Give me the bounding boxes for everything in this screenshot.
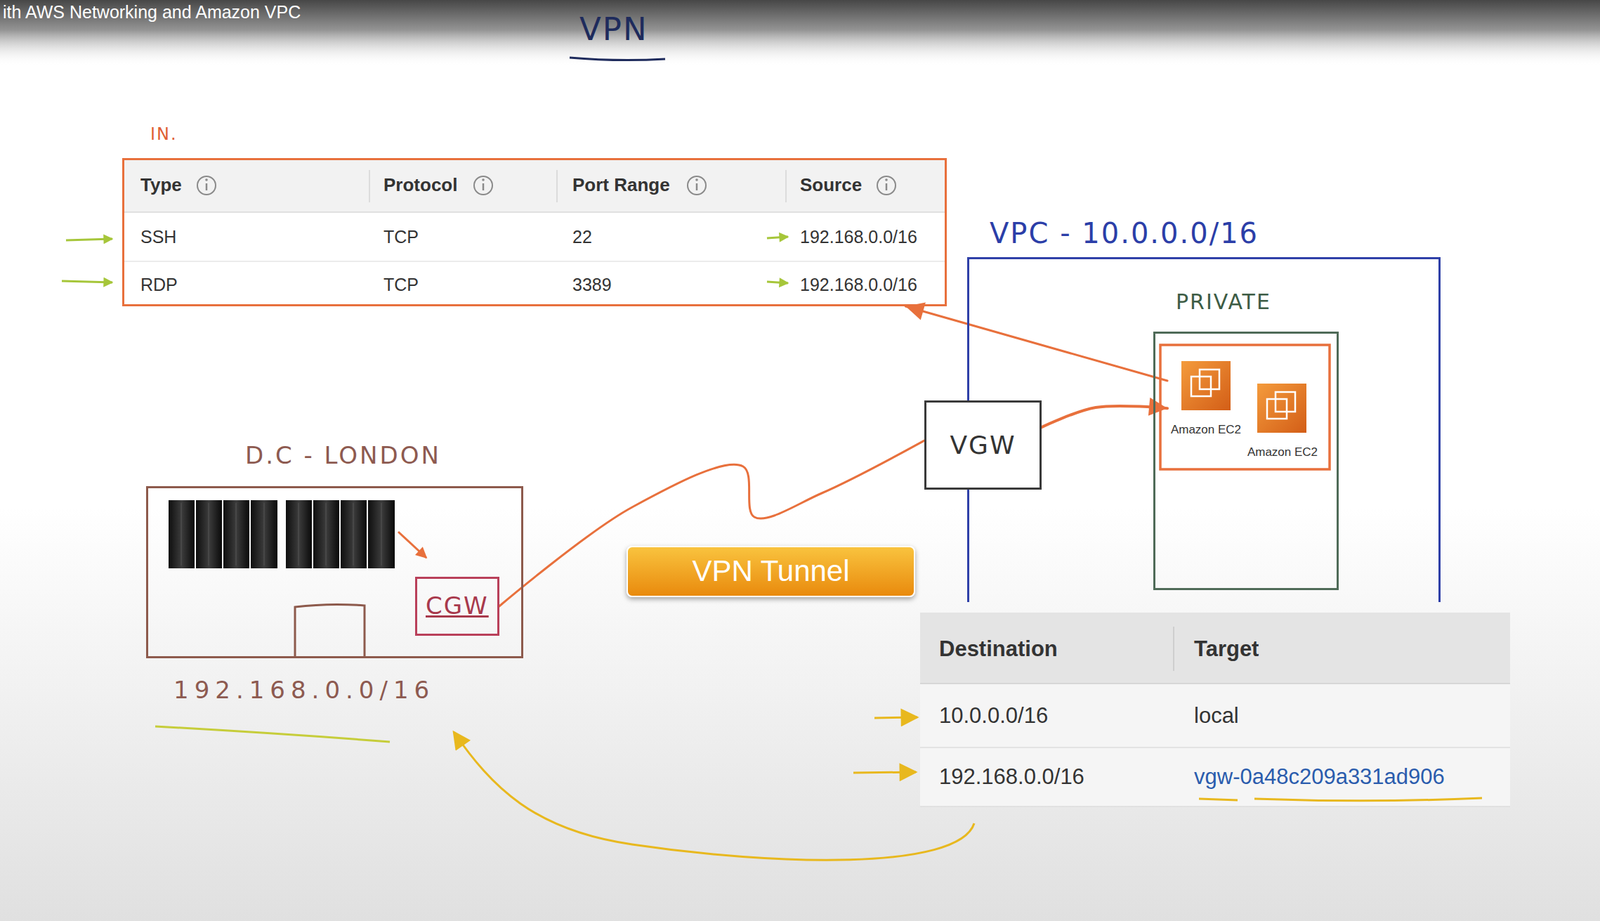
info-icon	[687, 176, 706, 195]
title: VPN	[579, 11, 649, 48]
table-cell: 192.168.0.0/16	[939, 764, 1085, 790]
table-divider	[556, 169, 558, 203]
cidr-note: 192.168.0.0/16	[173, 676, 435, 704]
table-cell: 192.168.0.0/16	[800, 226, 918, 248]
table-divider	[785, 169, 787, 203]
table-cell: local	[1194, 703, 1239, 729]
table-cell: SSH	[140, 226, 177, 248]
icon-label: Amazon EC2	[1244, 445, 1321, 460]
video-title: ith AWS Networking and Amazon VPC	[2, 2, 301, 23]
box-heading: VPC - 10.0.0.0/16	[989, 217, 1259, 250]
table-header-band	[123, 159, 946, 213]
gateway-box: VGW	[924, 400, 1042, 490]
connector	[905, 306, 1168, 381]
title-underline	[569, 57, 666, 61]
table-header: Destination	[939, 636, 1058, 662]
gateway-box: CGW	[415, 576, 500, 636]
box-label: CGW	[425, 592, 489, 620]
pointer-arrow	[453, 731, 975, 860]
server-rack	[285, 500, 395, 569]
connector	[1041, 405, 1168, 428]
pointer-arrow	[874, 717, 918, 718]
subnet-box: PRIVATEAmazon EC2Amazon EC2	[1153, 331, 1339, 590]
table-rule	[123, 260, 946, 262]
server-rack	[168, 500, 278, 569]
table-header: Protocol	[383, 174, 458, 196]
tunnel-button: VPN Tunnel	[626, 545, 916, 598]
ec2-icon	[1181, 361, 1231, 411]
pointer-arrow	[61, 280, 113, 283]
info-icon	[197, 176, 216, 195]
instance-group-outline	[1160, 344, 1330, 470]
datacenter-box: D.C - LONDONCGW	[146, 486, 524, 659]
instance-node: Amazon EC2	[1167, 361, 1245, 440]
title-band	[0, 0, 1600, 67]
pointer-arrow	[66, 238, 113, 241]
sketch-box	[294, 604, 365, 659]
table-cell: 10.0.0.0/16	[939, 703, 1048, 729]
table-cell: 3389	[572, 274, 612, 295]
table-cell: 22	[572, 226, 593, 248]
table-divider	[1172, 626, 1175, 671]
pointer-arrow	[398, 531, 427, 558]
table-rule	[920, 682, 1511, 685]
table-header: Port Range	[572, 174, 671, 196]
route-table-ground	[920, 612, 1511, 807]
box-heading: IN.	[150, 125, 178, 145]
table-rule	[920, 746, 1511, 749]
table-cell: vgw-0a48c209a331ad906	[1194, 764, 1445, 790]
pointer-arrow	[766, 281, 789, 284]
box-label: VGW	[949, 430, 1016, 460]
pointer-arrow	[853, 771, 916, 773]
instance-node: Amazon EC2	[1244, 383, 1321, 463]
table-rule	[920, 805, 1511, 808]
table-cell: TCP	[383, 226, 419, 248]
route-table-header-band	[920, 612, 1511, 684]
table-ground	[122, 158, 947, 307]
table-cell: RDP	[140, 274, 178, 295]
table-rule	[123, 211, 946, 213]
ec2-icon	[1257, 383, 1307, 433]
underline	[155, 726, 390, 742]
icon-label: Amazon EC2	[1167, 422, 1245, 437]
box-heading: D.C - LONDON	[245, 441, 442, 470]
box-heading: PRIVATE	[1175, 290, 1272, 315]
button-label: VPN Tunnel	[691, 554, 850, 588]
table-header: Target	[1194, 636, 1259, 662]
table-header: Source	[800, 174, 862, 196]
underline	[1198, 797, 1483, 801]
pointer-arrow	[766, 236, 789, 239]
table-cell: TCP	[383, 274, 419, 295]
table-cell: 192.168.0.0/16	[800, 274, 918, 295]
connector	[499, 440, 925, 607]
table-divider	[368, 169, 371, 203]
table-header: Type	[140, 174, 182, 196]
info-icon	[877, 176, 896, 195]
info-icon	[474, 176, 493, 195]
